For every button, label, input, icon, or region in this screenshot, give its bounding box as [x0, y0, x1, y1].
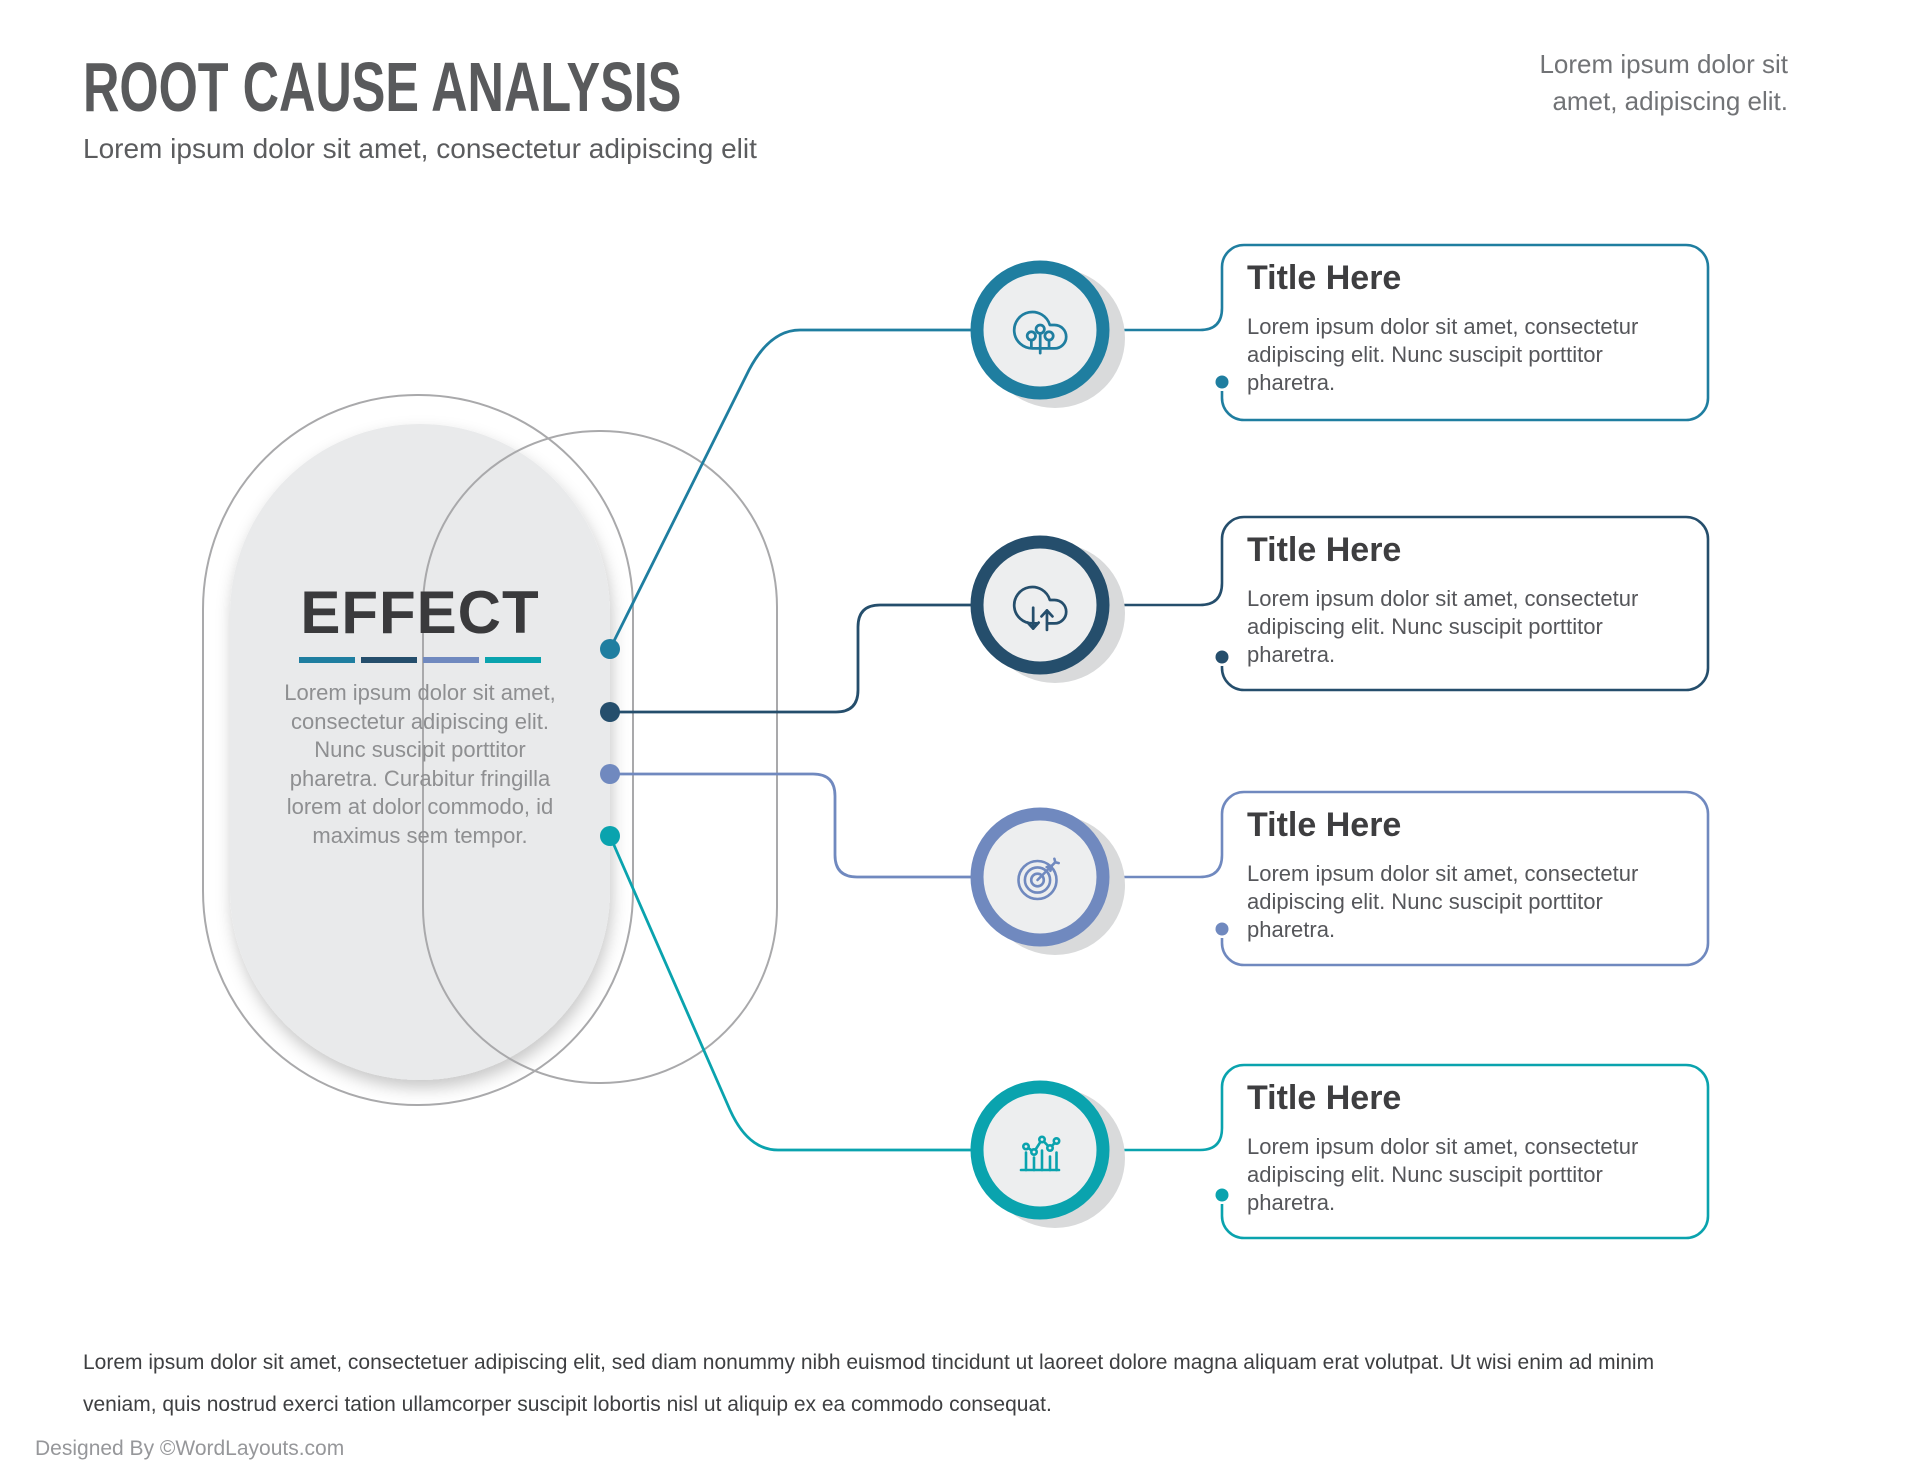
cause-description-2: Lorem ipsum dolor sit amet, consectetur …: [1247, 586, 1639, 667]
effect-description: Lorem ipsum dolor sit amet, consectetur …: [284, 680, 556, 848]
effect-connector-dot-3: [600, 764, 620, 784]
cause-circle-1: [970, 260, 1110, 400]
cause-description-1: Lorem ipsum dolor sit amet, consectetur …: [1247, 314, 1639, 395]
effect-dash-4: [485, 657, 541, 663]
header-note-line-2: amet, adipiscing elit.: [1552, 86, 1788, 116]
effect-label-group: EFFECT Lorem ipsum dolor sit amet, conse…: [230, 578, 610, 850]
effect-outline-oval: [202, 394, 634, 1106]
analytics-chart-icon: [1019, 1135, 1061, 1172]
connector-line-3: [610, 772, 972, 879]
effect-dash-2: [361, 657, 417, 663]
effect-pill: [230, 424, 610, 1080]
cause-title-4: Title Here: [1247, 1079, 1402, 1117]
connector-line-2: [610, 603, 972, 714]
cause-title-2: Title Here: [1247, 531, 1402, 569]
connector-line-1: [608, 328, 972, 650]
header-note-line-1: Lorem ipsum dolor sit: [1539, 49, 1788, 79]
cause-circle-4: [970, 1080, 1110, 1220]
cause-title-1: Title Here: [1247, 259, 1402, 297]
cause-circle-2: [970, 535, 1110, 675]
effect-connector-dot-2: [600, 702, 620, 722]
cause-box-border-2: [1110, 515, 1710, 692]
effect-connector-dot-4: [600, 826, 620, 846]
header-note: Lorem ipsum dolor sit amet, adipiscing e…: [1539, 46, 1788, 120]
cause-box-dot-2: [1215, 650, 1229, 664]
cause-box-dot-3: [1215, 922, 1229, 936]
cause-title-3: Title Here: [1247, 806, 1402, 844]
cloud-sync-icon: [1012, 585, 1068, 632]
bottom-paragraph-line-1: Lorem ipsum dolor sit amet, consectetuer…: [83, 1351, 1655, 1374]
cause-description-4: Lorem ipsum dolor sit amet, consectetur …: [1247, 1134, 1639, 1215]
effect-dash-1: [299, 657, 355, 663]
cause-box-dot-4: [1215, 1188, 1229, 1202]
credit-line: Designed By ©WordLayouts.com: [35, 1437, 345, 1460]
cause-box-border-1: [1110, 243, 1710, 422]
cloud-circuit-icon: [1012, 310, 1068, 355]
cause-box-border-3: [1110, 790, 1710, 967]
connector-line-4: [608, 835, 972, 1152]
bottom-paragraph: Lorem ipsum dolor sit amet, consectetuer…: [83, 1348, 1883, 1432]
effect-connector-dot-1: [600, 639, 620, 659]
cause-box-dot-1: [1215, 375, 1229, 389]
page-subtitle: Lorem ipsum dolor sit amet, consectetur …: [83, 133, 757, 164]
cause-description-3: Lorem ipsum dolor sit amet, consectetur …: [1247, 861, 1639, 942]
effect-underline-dashes: [230, 657, 610, 663]
page-title: ROOT CAUSE ANALYSIS: [83, 48, 682, 126]
bottom-paragraph-line-2: veniam, quis nostrud exerci tation ullam…: [83, 1393, 1052, 1416]
effect-title: EFFECT: [300, 579, 540, 646]
effect-dash-3: [423, 657, 479, 663]
secondary-outline-oval: [422, 430, 778, 1084]
target-dart-icon: [1017, 857, 1060, 901]
cause-box-border-4: [1110, 1063, 1710, 1240]
